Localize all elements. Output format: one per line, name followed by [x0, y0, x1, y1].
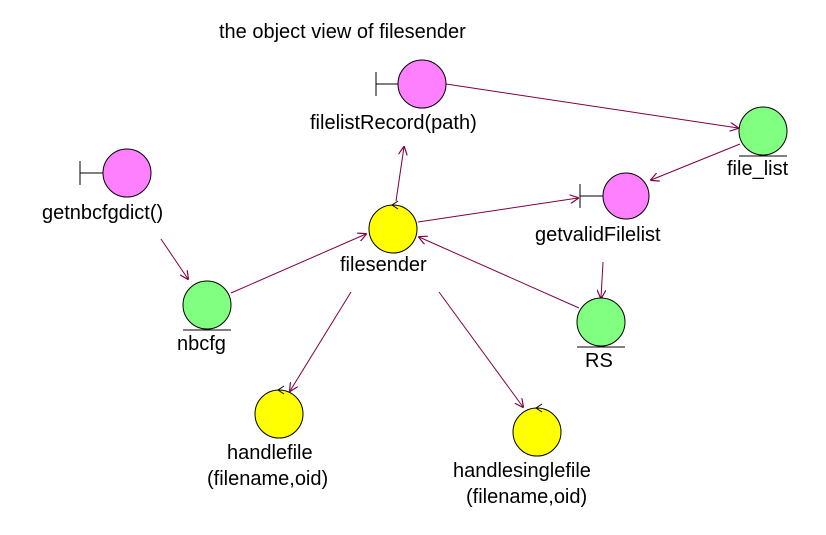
control-arrowhead [391, 200, 399, 210]
control-arrowhead [277, 385, 285, 395]
node-label: filesender [340, 254, 427, 276]
entity-file-list[interactable]: file_list [727, 106, 789, 180]
node-label-line2: (filename,oid) [466, 486, 587, 508]
link-filesender-to-handlefile [290, 291, 352, 391]
control-filesender[interactable]: filesender [340, 200, 427, 276]
entity-circle [576, 297, 626, 347]
diagram-title: the object view of filesender [219, 21, 466, 43]
boundary-getnbcfgdict[interactable]: getnbcfgdict() [42, 148, 163, 224]
entity-rs[interactable]: RS [576, 297, 626, 372]
control-handlefile[interactable]: handlefile (filename,oid) [207, 385, 328, 490]
node-label: filelistRecord(path) [310, 112, 477, 134]
link-getnbcfgdict-to-nbcfg [160, 238, 188, 279]
link-file-list-to-getvalidfilelist [651, 143, 741, 180]
link-filesender-to-getvalidfilelist [417, 198, 578, 223]
node-label: nbcfg [177, 333, 226, 355]
control-circle [368, 204, 418, 254]
link-filelistrecord-to-file-list [445, 83, 738, 128]
node-label: RS [585, 350, 613, 372]
node-label-line1: handlefile [227, 442, 313, 464]
entity-circle [182, 280, 232, 330]
link-filesender-to-filelistrecord [395, 147, 404, 202]
node-label: file_list [727, 158, 789, 180]
link-nbcfg-to-filesender [230, 234, 366, 294]
node-label: getnbcfgdict() [42, 202, 163, 224]
control-handlesinglefile[interactable]: handlesinglefile (filename,oid) [453, 403, 591, 508]
node-label-line2: (filename,oid) [207, 468, 328, 490]
link-rs-to-filesender [419, 237, 580, 309]
entity-nbcfg[interactable]: nbcfg [177, 280, 232, 355]
node-label-line1: handlesinglefile [453, 460, 591, 482]
boundary-getvalidfilelist[interactable]: getvalidFilelist [535, 172, 661, 246]
control-circle [512, 407, 562, 457]
link-getvalidfilelist-to-rs [601, 261, 603, 298]
control-circle [254, 389, 304, 439]
boundary-filelistrecord[interactable]: filelistRecord(path) [310, 59, 477, 134]
entity-circle [738, 106, 788, 156]
boundary-circle [602, 172, 650, 220]
node-label: getvalidFilelist [535, 224, 661, 246]
boundary-circle [102, 148, 152, 198]
links [160, 83, 741, 407]
boundary-circle [397, 59, 447, 109]
link-filesender-to-handlesinglefile [438, 291, 523, 407]
control-arrowhead [535, 403, 543, 413]
